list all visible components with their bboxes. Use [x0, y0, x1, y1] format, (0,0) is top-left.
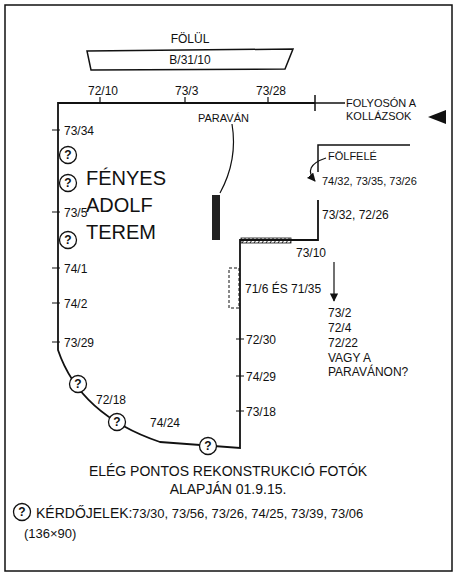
- plan-label: 74/29: [246, 370, 276, 384]
- question-mark: ?: [59, 231, 77, 249]
- question-mark: ?: [13, 503, 31, 521]
- circle-outline: [14, 504, 31, 521]
- plan-label: 73/32, 72/26: [322, 208, 389, 222]
- question-circle: ?: [108, 413, 126, 431]
- paravan-screen: [212, 195, 220, 240]
- question-mark: ?: [59, 174, 77, 192]
- corridor-arrow: [428, 110, 446, 124]
- plan-label: 72/30: [246, 333, 276, 347]
- plan-label: 72/18: [96, 393, 126, 407]
- alcove-wall: [318, 145, 410, 172]
- question-circle: ?: [199, 437, 217, 455]
- caption: ELÉG PONTOS REKONSTRUKCIÓ FOTÓK ALAPJÁN …: [58, 462, 398, 498]
- plan-label: 73/30, 73/56, 73/26, 74/25, 73/39, 73/06: [132, 506, 363, 522]
- band-label: FÖLÜL: [85, 32, 295, 47]
- display-case: [229, 268, 239, 308]
- plan-label: 73/10: [296, 246, 326, 260]
- plan-label: 72/4: [328, 321, 351, 335]
- room-name: FÉNYES ADOLF TEREM: [86, 165, 196, 246]
- plan-label: 73/28: [256, 84, 286, 98]
- room-wall: [58, 103, 318, 448]
- plan-label: 74/32, 73/35, 73/26: [322, 175, 417, 188]
- leader-line: [220, 124, 234, 193]
- plan-label: 73/3: [175, 84, 198, 98]
- question-circle: ?: [59, 146, 77, 164]
- band-label: B/31/10: [85, 53, 295, 68]
- plan-label: FOLYOSÓN A KOLLÁZSOK: [345, 96, 427, 124]
- plan-label: 74/24: [150, 416, 180, 430]
- circle-outline: [60, 232, 77, 249]
- circle-outline: [200, 438, 217, 455]
- plan-label: 73/2: [328, 306, 351, 320]
- plan-label: PARAVÁN: [198, 112, 249, 125]
- plan-label: 72/10: [88, 84, 118, 98]
- question-mark: ?: [199, 437, 217, 455]
- plan-label: 73/29: [64, 336, 94, 350]
- plan-label: 71/6 ÉS 71/35: [245, 282, 321, 296]
- plan-label: 72/22: [328, 336, 358, 350]
- circle-outline: [109, 414, 126, 431]
- leader-arrow: [333, 262, 334, 301]
- question-circle: ?: [59, 231, 77, 249]
- band-shape: FÖLÜL B/31/10: [85, 32, 295, 72]
- question-circle: ?: [69, 375, 87, 393]
- plan-label: 73/18: [246, 405, 276, 419]
- plan-label: 74/2: [64, 297, 87, 311]
- plan-label: 73/5: [64, 206, 87, 220]
- circle-outline: [60, 175, 77, 192]
- question-mark: ?: [69, 375, 87, 393]
- question-circle: ?: [13, 503, 31, 521]
- plan-label: VAGY A PARAVÁNON?: [328, 351, 428, 380]
- plan-label: FÖLFELÉ: [328, 150, 377, 163]
- plan-label: (136×90): [24, 526, 76, 542]
- plan-label: KÉRDŐJELEK:: [36, 505, 132, 522]
- page-frame: [5, 5, 452, 571]
- question-circle: ?: [59, 174, 77, 192]
- circle-outline: [60, 147, 77, 164]
- plan-label: 74/1: [64, 262, 87, 276]
- question-mark: ?: [108, 413, 126, 431]
- plan-label: 73/34: [64, 124, 94, 138]
- circle-outline: [70, 376, 87, 393]
- question-mark: ?: [59, 146, 77, 164]
